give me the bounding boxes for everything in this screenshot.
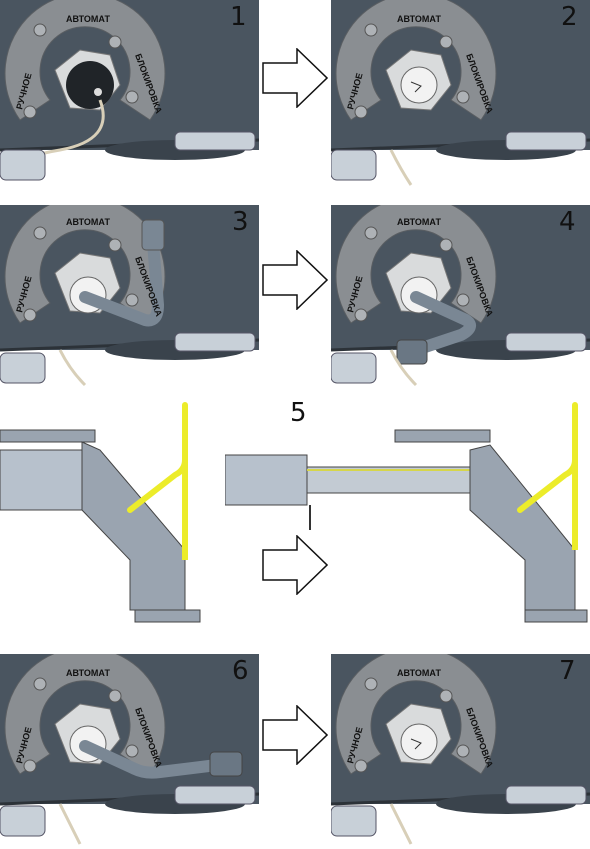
- dial-label-top: АВТОМАТ: [66, 668, 110, 678]
- dial-label-top: АВТОМАТ: [397, 217, 441, 227]
- step-2-panel: АВТОМАТ РУЧНОЕ БЛОКИРОВКА 2: [331, 0, 590, 190]
- step-number: 6: [232, 656, 249, 686]
- step-1-panel: АВТОМАТ РУЧНОЕ БЛОКИРОВКА 1: [0, 0, 259, 190]
- dial-label-top: АВТОМАТ: [66, 217, 110, 227]
- step-6-panel: АВТОМАТ РУЧНОЕ БЛОКИРОВКА 6: [0, 654, 259, 849]
- step-number: 4: [559, 207, 576, 237]
- arrow-3-to-4-icon: [262, 250, 328, 310]
- arrow-step-5-icon: [262, 535, 328, 595]
- dial-label-top: АВТОМАТ: [397, 668, 441, 678]
- step-number: 2: [561, 2, 578, 32]
- step-number: 3: [232, 207, 249, 237]
- step-number: 1: [230, 2, 247, 32]
- arrow-1-to-2-icon: [262, 48, 328, 108]
- dial-label-top: АВТОМАТ: [66, 14, 110, 24]
- step-3-panel: АВТОМАТ РУЧНОЕ БЛОКИРОВКА 3: [0, 205, 259, 390]
- step-number: 7: [559, 656, 576, 686]
- step-number: 5: [290, 398, 307, 428]
- step-7-panel: АВТОМАТ РУЧНОЕ БЛОКИРОВКА 7: [331, 654, 590, 849]
- step-5-before: [0, 400, 215, 635]
- step-4-panel: АВТОМАТ РУЧНОЕ БЛОКИРОВКА 4: [331, 205, 590, 390]
- dial-label-top: АВТОМАТ: [397, 14, 441, 24]
- arrow-6-to-7-icon: [262, 705, 328, 765]
- step-5-after: [225, 400, 590, 635]
